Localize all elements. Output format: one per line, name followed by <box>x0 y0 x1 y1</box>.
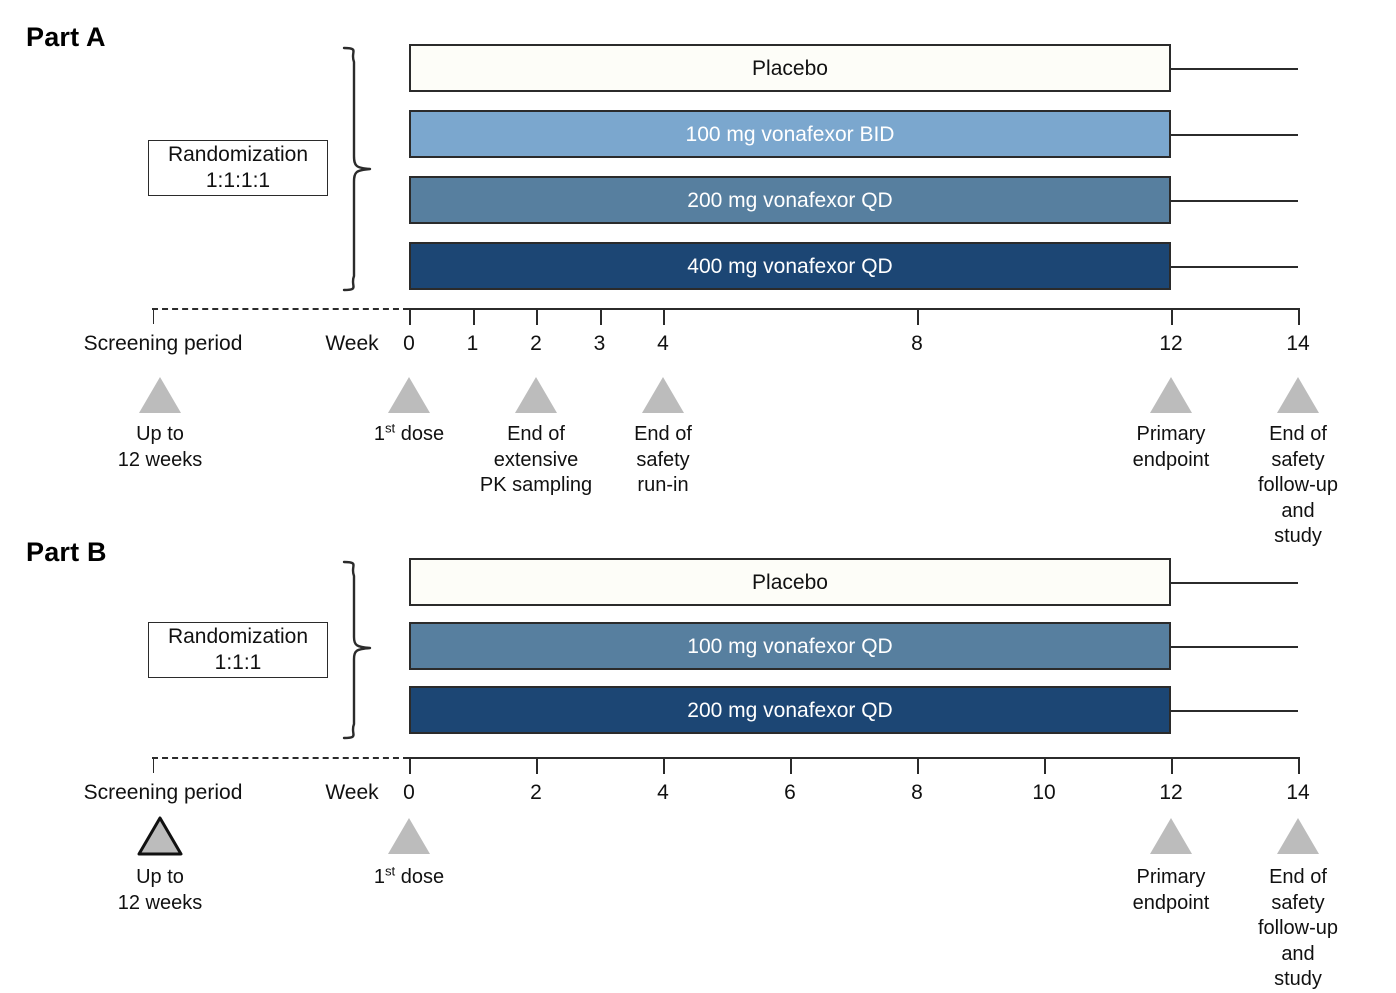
treatment-arm-bar: 400 mg vonafexor QD <box>409 242 1171 290</box>
axis-tick <box>1171 308 1173 325</box>
axis-tick-label: 4 <box>657 781 669 804</box>
screening-period-label: Screening period <box>83 332 243 355</box>
milestone-label: Up to 12 weeks <box>117 423 203 471</box>
axis-tick <box>536 757 538 774</box>
follow-up-connector-line <box>1171 266 1298 268</box>
randomization-brace-part-a <box>342 46 372 292</box>
milestone-triangle-marker <box>640 375 686 420</box>
randomization-label-line1: Randomization <box>167 142 309 166</box>
axis-tick-label: 3 <box>593 332 606 355</box>
follow-up-connector-line <box>1171 200 1298 202</box>
treatment-arm-bar: 200 mg vonafexor QD <box>409 176 1171 224</box>
milestone-triangle-marker <box>386 816 432 861</box>
treatment-arm-label: Placebo <box>752 56 828 80</box>
axis-tick-label: 0 <box>403 781 415 804</box>
milestone-label: End of safety follow-up and study <box>1257 423 1339 548</box>
axis-tick-label: 1 <box>466 332 479 355</box>
randomization-brace-part-b <box>342 560 372 740</box>
treatment-arm-bar: 100 mg vonafexor QD <box>409 622 1171 670</box>
axis-tick-label: 6 <box>784 781 796 804</box>
axis-tick <box>409 757 411 774</box>
randomization-ratio-part-a: 1:1:1:1 <box>205 169 271 192</box>
follow-up-connector-line <box>1171 134 1298 136</box>
axis-tick-label: 14 <box>1286 332 1310 355</box>
axis-tick-label: 10 <box>1032 781 1056 804</box>
axis-line <box>409 308 1298 310</box>
milestone-triangle-marker <box>1275 375 1321 420</box>
axis-tick <box>1298 308 1300 325</box>
milestone-label: Up to 12 weeks <box>117 866 203 914</box>
treatment-arm-bar: 100 mg vonafexor BID <box>409 110 1171 158</box>
treatment-arm-bar: Placebo <box>409 44 1171 92</box>
treatment-arm-label: 100 mg vonafexor BID <box>685 122 895 146</box>
milestone-triangle-marker <box>513 375 559 420</box>
figure-canvas: Part A Randomization 1:1:1:1 Placebo 100 … <box>26 22 1339 990</box>
treatment-arm-label: 400 mg vonafexor QD <box>687 254 893 278</box>
axis-tick <box>1044 757 1046 774</box>
screening-period-dashed-line <box>152 757 409 759</box>
treatment-arm-label: 200 mg vonafexor QD <box>687 188 893 212</box>
milestone-label: Primary endpoint <box>1132 423 1210 471</box>
screening-start-tick <box>153 308 154 324</box>
milestone-triangle-marker <box>1148 375 1194 420</box>
screening-start-tick <box>153 757 154 773</box>
axis-tick <box>663 308 665 325</box>
axis-tick <box>917 308 919 325</box>
axis-tick <box>472 308 475 325</box>
axis-tick-label: 4 <box>657 332 669 355</box>
week-axis-caption: Week <box>325 781 379 804</box>
treatment-arm-bar: Placebo <box>409 558 1171 606</box>
axis-tick-label: 8 <box>911 332 923 355</box>
axis-tick <box>599 308 602 325</box>
randomization-box-part-b: Randomization 1:1:1 <box>148 622 328 678</box>
milestone-triangle-marker <box>1275 816 1321 861</box>
milestone-label: 1st dose <box>373 863 445 888</box>
treatment-arm-label: Placebo <box>752 570 828 594</box>
axis-tick-label: 8 <box>911 781 923 804</box>
screening-period-dashed-line <box>152 308 409 310</box>
screening-period-label: Screening period <box>83 781 243 804</box>
axis-tick-label: 0 <box>403 332 415 355</box>
randomization-label-line1-b: Randomization <box>167 624 309 648</box>
milestone-label: 1st dose <box>373 420 445 445</box>
axis-tick-label: 12 <box>1159 781 1183 804</box>
part-b-title: Part B <box>26 537 107 567</box>
axis-tick <box>790 757 792 774</box>
milestone-triangle-marker <box>137 816 183 861</box>
part-a-title: Part A <box>26 22 106 52</box>
axis-tick <box>1298 757 1300 774</box>
follow-up-connector-line <box>1171 710 1298 712</box>
milestone-triangle-marker <box>386 375 432 420</box>
axis-tick <box>663 757 665 774</box>
axis-line <box>409 757 1298 759</box>
treatment-arm-label: 200 mg vonafexor QD <box>687 698 893 722</box>
axis-tick-label: 12 <box>1159 332 1183 355</box>
follow-up-connector-line <box>1171 646 1298 648</box>
milestone-label: End of safety run-in <box>634 423 692 497</box>
randomization-ratio-part-b: 1:1:1 <box>214 651 262 674</box>
axis-tick <box>409 308 411 325</box>
randomization-box-part-a: Randomization 1:1:1:1 <box>148 140 328 196</box>
milestone-triangle-marker <box>1148 816 1194 861</box>
axis-tick <box>1171 757 1173 774</box>
week-axis-caption: Week <box>325 332 379 355</box>
treatment-arm-bar: 200 mg vonafexor QD <box>409 686 1171 734</box>
milestone-label: End of extensive PK sampling <box>479 423 593 497</box>
axis-tick <box>536 308 538 325</box>
axis-tick <box>917 757 919 774</box>
axis-tick-label: 2 <box>530 781 542 804</box>
milestone-triangle-marker <box>137 375 183 420</box>
milestone-label: End of safety follow-up and study <box>1257 866 1339 991</box>
treatment-arm-label: 100 mg vonafexor QD <box>687 634 893 658</box>
axis-tick-label: 2 <box>530 332 542 355</box>
axis-tick-label: 14 <box>1286 781 1310 804</box>
follow-up-connector-line <box>1171 582 1298 584</box>
milestone-label: Primary endpoint <box>1132 866 1210 914</box>
follow-up-connector-line <box>1171 68 1298 70</box>
